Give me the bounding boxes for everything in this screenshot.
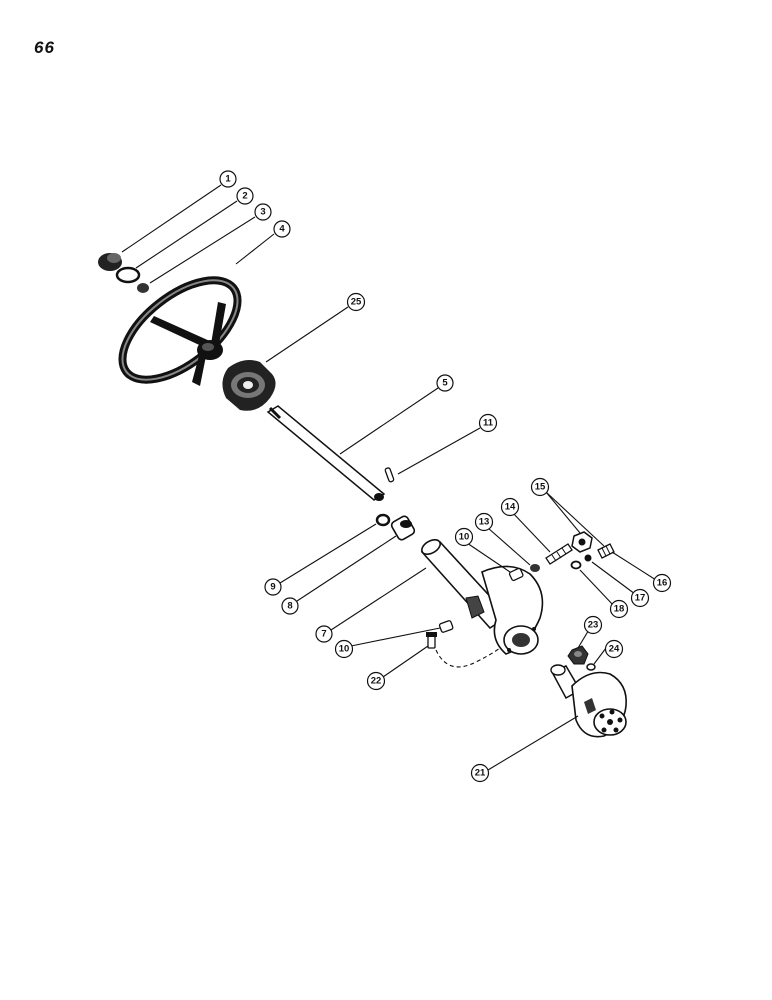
assembly-reference-line — [435, 647, 501, 668]
svg-text:21: 21 — [475, 768, 486, 779]
svg-text:4: 4 — [279, 224, 285, 235]
callout-23: 23 — [583, 615, 603, 635]
callout-13: 13 — [474, 512, 494, 532]
callout-25: 25 — [346, 292, 366, 312]
page-number: 66 — [34, 38, 55, 57]
part-control-valve — [550, 664, 627, 738]
svg-text:13: 13 — [479, 517, 490, 528]
callout-7: 7 — [315, 625, 333, 643]
part-seal — [530, 564, 540, 572]
callout-9: 9 — [264, 578, 282, 596]
part-plug-lower — [438, 620, 454, 633]
leader-lines — [121, 184, 657, 771]
svg-text:8: 8 — [287, 601, 292, 612]
callout-17: 17 — [630, 588, 650, 608]
svg-text:24: 24 — [609, 644, 620, 655]
callout-18: 18 — [609, 599, 629, 619]
callout-8: 8 — [281, 597, 299, 615]
part-horn-cap — [98, 253, 122, 271]
part-steering-shaft — [266, 405, 386, 501]
part-wheel-nut — [137, 283, 149, 293]
svg-text:10: 10 — [459, 532, 470, 543]
callout-11: 11 — [478, 413, 498, 433]
part-boot — [222, 360, 276, 411]
svg-text:17: 17 — [635, 593, 646, 604]
part-column-housing — [420, 538, 544, 655]
svg-text:7: 7 — [321, 629, 326, 640]
part-stud — [545, 543, 573, 565]
part-roll-pin — [384, 467, 395, 483]
svg-text:25: 25 — [351, 297, 362, 308]
callout-4: 4 — [273, 220, 291, 238]
callout-3: 3 — [254, 203, 272, 221]
part-screw — [426, 632, 437, 649]
part-plug-upper — [508, 567, 524, 582]
part-shaft-ring — [375, 513, 391, 527]
svg-text:11: 11 — [483, 418, 494, 429]
svg-text:2: 2 — [242, 191, 247, 202]
callout-22: 22 — [366, 671, 386, 691]
svg-text:5: 5 — [442, 378, 448, 389]
callout-2: 2 — [236, 187, 254, 205]
part-washer-18 — [570, 560, 582, 570]
svg-text:3: 3 — [260, 207, 265, 218]
svg-text:16: 16 — [657, 578, 668, 589]
svg-text:23: 23 — [588, 620, 599, 631]
svg-text:15: 15 — [535, 482, 546, 493]
callout-10-lower: 10 — [334, 639, 354, 659]
svg-text:18: 18 — [614, 604, 625, 615]
svg-text:14: 14 — [505, 502, 516, 513]
callout-24: 24 — [604, 639, 624, 659]
part-bolt — [597, 543, 615, 559]
part-jam-nut — [571, 531, 593, 553]
svg-text:10: 10 — [339, 644, 350, 655]
svg-text:1: 1 — [225, 174, 231, 185]
part-snap-ring — [115, 266, 141, 284]
callout-21: 21 — [470, 763, 490, 783]
callout-10-upper: 10 — [454, 527, 474, 547]
callout-15: 15 — [530, 477, 550, 497]
part-steering-wheel — [118, 276, 242, 386]
part-bushing — [390, 515, 416, 541]
svg-text:22: 22 — [371, 676, 382, 687]
part-o-ring — [586, 663, 596, 671]
callout-1: 1 — [219, 170, 237, 188]
part-fitting — [567, 645, 589, 665]
callout-14: 14 — [500, 497, 520, 517]
part-washer-17 — [584, 554, 592, 562]
svg-text:9: 9 — [270, 582, 275, 593]
callout-16: 16 — [652, 573, 672, 593]
callout-5: 5 — [436, 374, 454, 392]
